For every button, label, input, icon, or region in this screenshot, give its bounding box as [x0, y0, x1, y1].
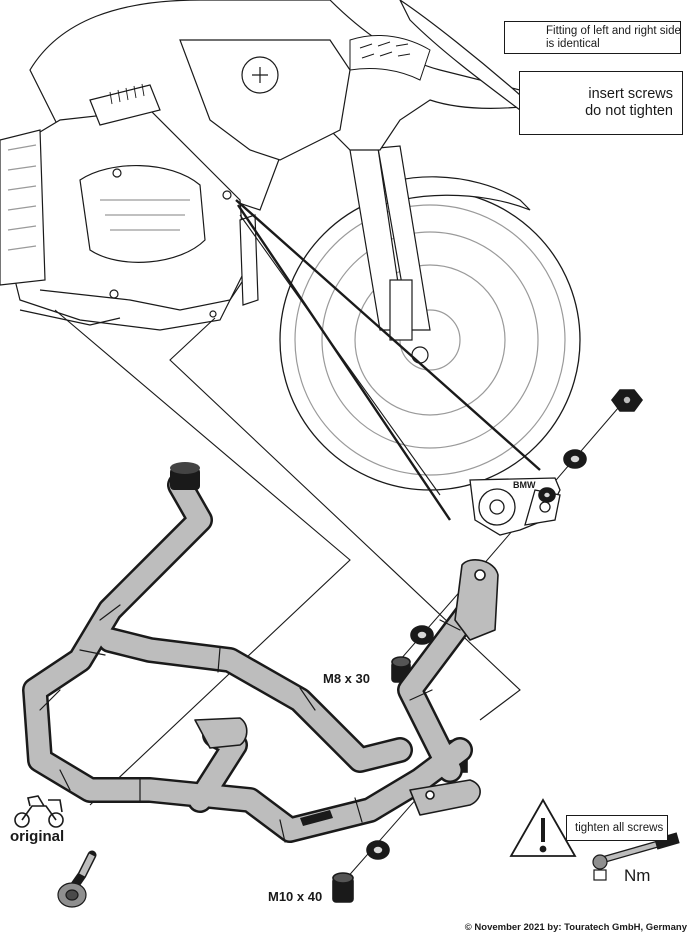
- m8-label: M8 x 30: [323, 671, 370, 686]
- fairing-grille: [349, 34, 431, 81]
- insert-notice-box: [519, 71, 683, 135]
- mount-point-frame: [209, 310, 217, 318]
- bmw-bracket-detail: [469, 477, 561, 536]
- tighten-notice-box: [566, 815, 668, 841]
- bolt-m10: [332, 872, 354, 903]
- mounting-plates: [194, 559, 499, 816]
- motorcycle-original-icon: [14, 795, 64, 828]
- front-fork: [349, 145, 431, 364]
- tighten-notice-text: tighten all screws: [575, 822, 664, 834]
- crash-bar: [22, 462, 499, 843]
- motorcycle-illustration: [0, 0, 581, 491]
- pointer-lines-bold: [235, 199, 541, 521]
- insert-notice-line2: do not tighten: [585, 103, 673, 119]
- warning-triangle-icon: [509, 798, 577, 857]
- fitting-notice-line2: is identical: [546, 38, 600, 50]
- torque-unit-label: Nm: [624, 866, 651, 885]
- m10-label: M10 x 40: [268, 889, 323, 904]
- mount-point-upper-left: [112, 168, 122, 178]
- bar-end-cap: [170, 462, 200, 490]
- insert-notice-line1: insert screws: [588, 86, 673, 102]
- front-wheel: [279, 189, 581, 491]
- torque-wrench-icon: [592, 832, 680, 881]
- bolt-original: [57, 850, 97, 908]
- original-label: original: [10, 828, 65, 845]
- bmw-label: BMW: [513, 480, 536, 490]
- fitting-notice-box: [504, 21, 681, 54]
- side-panel: [179, 39, 351, 161]
- copyright-footer: © November 2021 by: Touratech GmbH, Germ…: [464, 922, 687, 933]
- mount-point-lower: [109, 289, 119, 299]
- fitting-notice-line1: Fitting of left and right side: [546, 25, 681, 37]
- mount-point-center: [222, 190, 232, 200]
